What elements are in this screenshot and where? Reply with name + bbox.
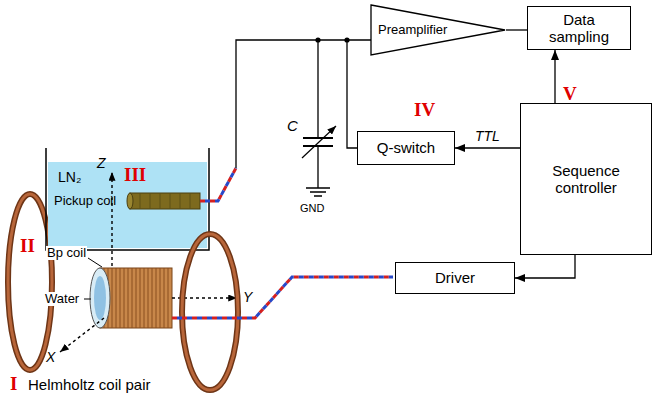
twisted-pair	[200, 168, 236, 201]
helmholtz-coil	[182, 234, 238, 390]
leader-line	[84, 299, 91, 300]
variable-arrow	[302, 126, 336, 158]
twisted-pair	[172, 277, 393, 318]
amplifier-triangle: Preamplifier	[370, 4, 506, 56]
junction-dot	[344, 37, 349, 42]
sample-holder	[90, 268, 110, 328]
capacitor-symbol	[303, 138, 333, 146]
callout-number: IV	[414, 100, 435, 121]
polarizing-coil	[100, 268, 172, 328]
axis-label: X	[46, 350, 55, 365]
node-label: Data sampling	[543, 11, 615, 46]
switch-wire	[347, 40, 357, 148]
twisted-pair	[200, 168, 236, 201]
node-label: Driver	[435, 269, 475, 286]
part-name: Helmholtz coil pair	[28, 377, 151, 394]
liquid-nitrogen	[48, 162, 207, 248]
callout-number: II	[20, 236, 35, 257]
coil-winding	[104, 268, 168, 328]
process-box: Q-switch	[357, 131, 455, 165]
ground-symbol	[306, 188, 330, 196]
node-label: Preamplifier	[378, 23, 447, 38]
node-label: Sequence controller	[536, 162, 636, 197]
signal-connector	[515, 255, 575, 278]
callout-number: V	[563, 84, 577, 105]
axis-label: Y	[243, 290, 252, 305]
pickup-coil	[130, 193, 200, 209]
axis-label: Z	[97, 156, 106, 171]
callout-number: I	[10, 374, 17, 395]
process-box: Data sampling	[527, 6, 631, 50]
signal-connector	[455, 147, 520, 148]
part-name: Water	[44, 292, 80, 306]
pickup-coil	[127, 193, 133, 209]
helmholtz-coil	[182, 234, 238, 390]
signal-connector	[554, 50, 555, 103]
signal-name: GND	[300, 202, 324, 214]
signal-wire	[236, 40, 371, 168]
x-axis	[60, 318, 104, 352]
part-name: Bp coil	[46, 246, 87, 260]
part-name: Pickup coil	[54, 194, 116, 208]
controller-box: Sequence controller	[520, 103, 652, 255]
twisted-pair	[172, 277, 393, 318]
water-sample	[94, 276, 106, 320]
leader-line	[88, 258, 102, 267]
junction-dot	[315, 37, 320, 42]
capacitor-wire	[317, 40, 318, 188]
callout-number: III	[124, 165, 146, 186]
dewar-wall	[46, 148, 209, 250]
component-label: C	[287, 118, 298, 135]
z-axis	[111, 172, 112, 266]
node-label: Q-switch	[377, 139, 435, 156]
signal-name: TTL	[474, 128, 501, 144]
signal-connector	[506, 29, 527, 30]
pickup-coil	[140, 193, 190, 209]
process-box: Driver	[395, 262, 515, 294]
part-name: LN₂	[58, 170, 81, 185]
